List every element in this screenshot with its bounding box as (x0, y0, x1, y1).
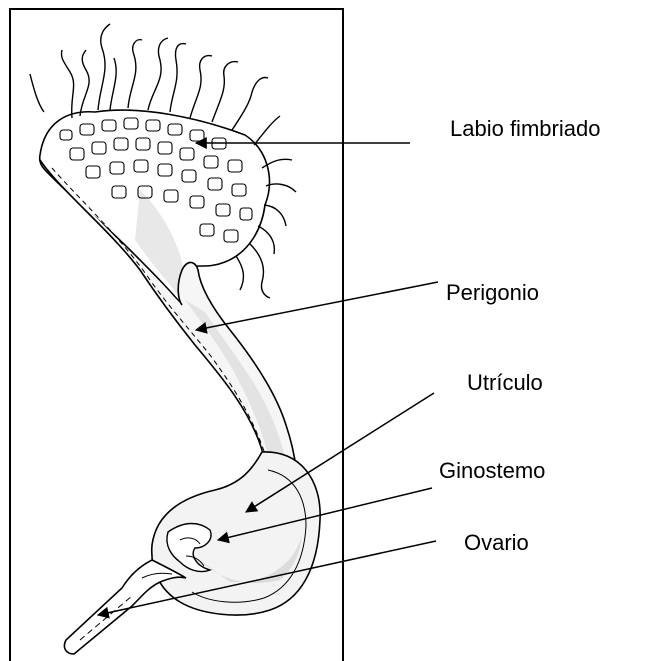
leader-perigonio (196, 282, 438, 330)
label-ginostemo: Ginostemo (439, 460, 545, 482)
ovary (64, 560, 186, 654)
label-ovario: Ovario (464, 532, 529, 554)
label-labio-fimbriado: Labio fimbriado (450, 118, 600, 140)
label-perigonio: Perigonio (446, 282, 539, 304)
label-utriculo: Utrículo (467, 372, 543, 394)
